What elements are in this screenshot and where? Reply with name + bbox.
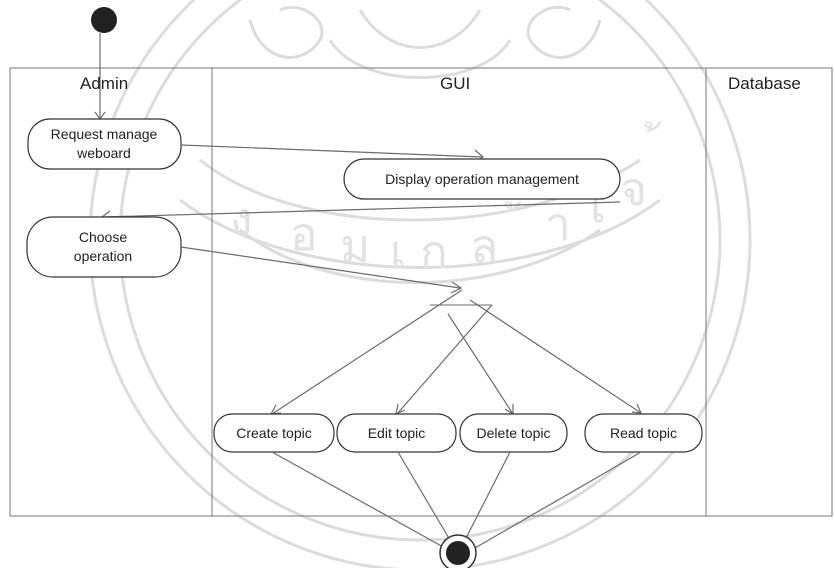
- activity-request-label: Request manage weboard: [50, 126, 158, 161]
- svg-text:า: า: [545, 197, 571, 251]
- activity-choose-label: Choose operation: [73, 229, 133, 264]
- svg-text:อ: อ: [290, 207, 318, 261]
- arrowhead-read: [631, 403, 642, 414]
- flow-request-to-display: [180, 144, 483, 158]
- svg-text:ง: ง: [230, 192, 252, 246]
- svg-text:จ: จ: [620, 162, 647, 216]
- start-node: [91, 7, 117, 33]
- activity-display-label: Display operation management: [385, 170, 579, 187]
- flow-edit-to-end: [397, 451, 451, 541]
- fork-branch-read: [469, 299, 642, 414]
- activity-delete-label: Delete topic: [476, 424, 551, 441]
- svg-text:เ: เ: [390, 225, 406, 279]
- lane-title-admin: Admin: [80, 74, 129, 93]
- activity-read-shape: [584, 413, 703, 453]
- svg-text:ล: ล: [470, 219, 498, 273]
- activity-read-label: Read topic: [610, 424, 677, 441]
- svg-text:ม: ม: [340, 219, 370, 273]
- fork-branch-create: [271, 289, 463, 415]
- svg-text:ก: ก: [420, 225, 448, 279]
- fork-branch-delete: [447, 313, 514, 415]
- activity-edit-shape: [336, 413, 457, 453]
- activity-create-label: Create topic: [236, 424, 312, 441]
- flow-delete-to-end: [464, 451, 511, 541]
- swimlane-frame: [9, 67, 833, 517]
- lane-title-database: Database: [728, 74, 801, 93]
- activity-request-shape: [27, 118, 182, 170]
- flow-read-to-end: [474, 451, 642, 549]
- flow-create-to-end: [271, 451, 446, 549]
- flow-display-to-choose: [102, 201, 621, 218]
- flow-choose-to-fork: [180, 246, 461, 289]
- lane-title-gui: GUI: [440, 74, 471, 93]
- activity-edit-label: Edit topic: [367, 424, 426, 441]
- end-node: [446, 541, 470, 565]
- activity-display-shape: [343, 158, 621, 200]
- fork-branch-edit: [396, 304, 493, 415]
- activity-create-shape: [213, 413, 335, 453]
- activity-delete-shape: [459, 413, 568, 453]
- arrowhead-fork: [450, 281, 463, 294]
